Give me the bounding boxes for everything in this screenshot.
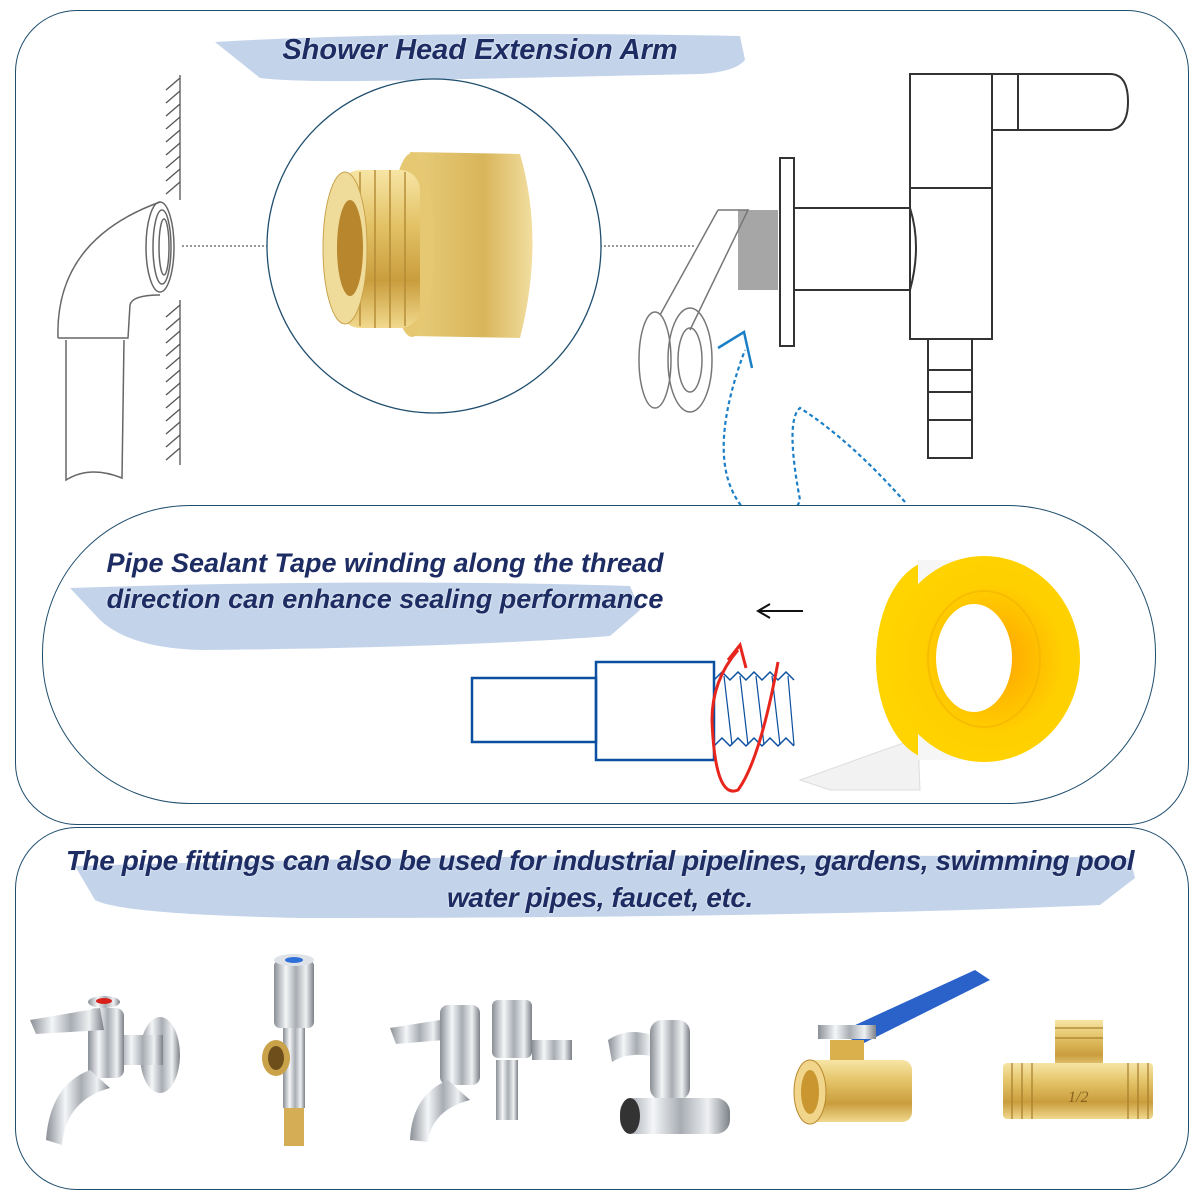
hatch-line: [165, 168, 181, 182]
hatch-line: [165, 369, 181, 383]
hatch-line: [165, 408, 181, 422]
title-brush: [215, 34, 745, 82]
hatch-line: [165, 155, 181, 169]
hatch-line: [165, 434, 181, 448]
bottom-panel: [15, 827, 1189, 1190]
hatch-line: [165, 343, 181, 357]
hatch-line: [165, 395, 181, 409]
arrow-head-icon: [717, 330, 754, 369]
hatch-line: [165, 142, 181, 156]
brass-extension-fitting-icon: [322, 152, 533, 338]
hatch-line: [165, 129, 181, 143]
hatch-line: [165, 116, 181, 130]
hatch-line: [165, 317, 181, 331]
hatch-line: [165, 447, 181, 461]
top-diagram: [57, 34, 1130, 520]
section-title: Shower Head Extension Arm: [282, 34, 678, 66]
hatch-line: [165, 356, 181, 370]
hatch-line: [165, 330, 181, 344]
hatch-line: [165, 304, 181, 318]
hatch-line: [165, 90, 181, 104]
hatch-line: [165, 77, 181, 91]
dashed-curve-arrow: [722, 349, 906, 520]
wall-hatch: [165, 75, 181, 465]
shower-arm-icon: [638, 209, 750, 413]
hatch-line: [165, 382, 181, 396]
usage-text: The pipe fittings can also be used for i…: [65, 845, 1135, 913]
elbow-outlet-icon: [57, 201, 175, 482]
tape-instruction-text: Pipe Sealant Tape winding along the thre…: [106, 548, 664, 614]
hatch-line: [165, 421, 181, 435]
wall-faucet-icon: [779, 73, 1130, 459]
hatch-line: [165, 181, 181, 195]
thread-shading: [738, 210, 778, 290]
top-panel: [15, 10, 1189, 825]
hatch-line: [165, 103, 181, 117]
